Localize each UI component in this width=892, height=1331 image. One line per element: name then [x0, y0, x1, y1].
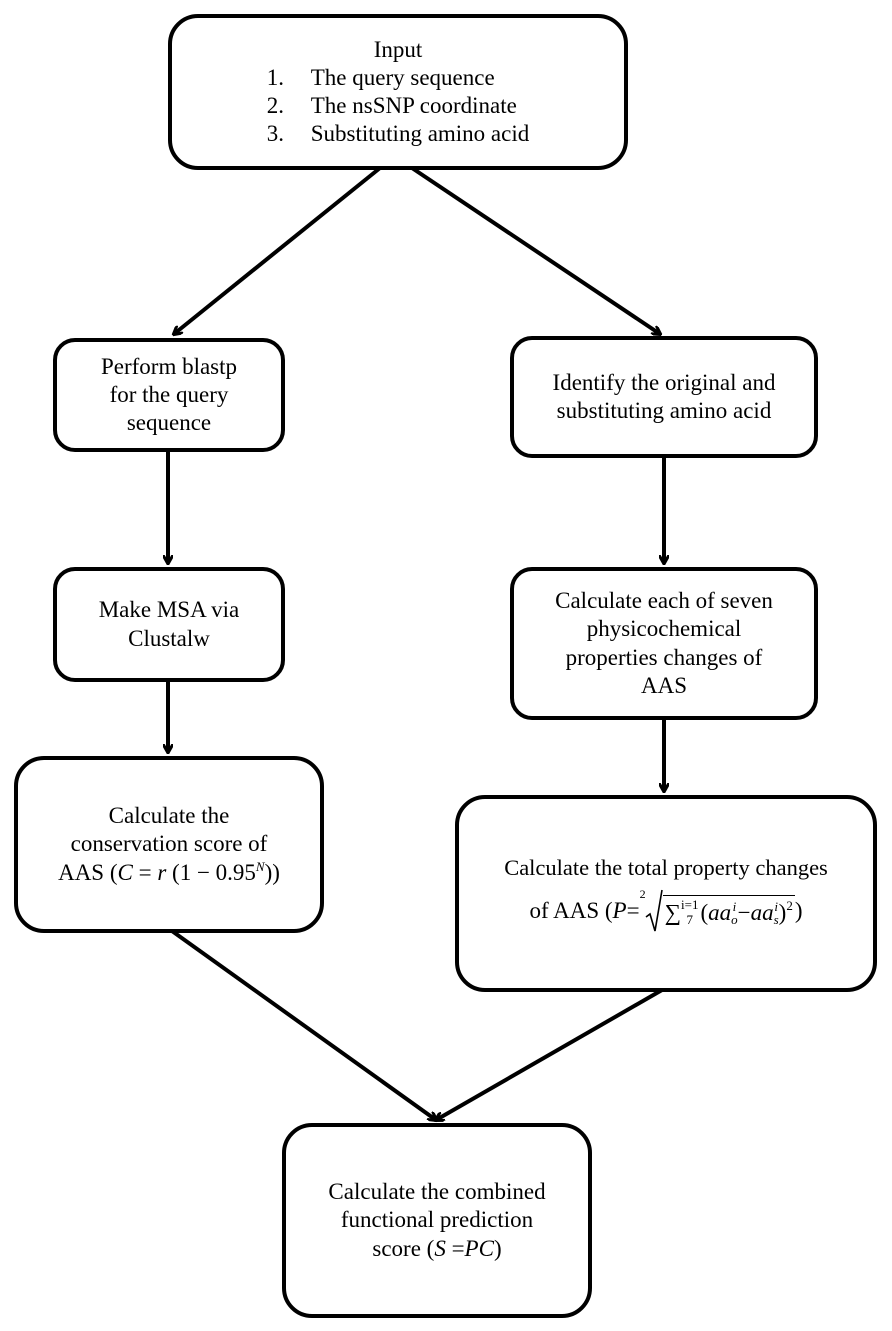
- input-item: 3.Substituting amino acid: [266, 121, 530, 147]
- total-property-line: Calculate the total property changes: [504, 854, 828, 880]
- conservation-line: conservation score of: [70, 831, 268, 857]
- identify-line: Identify the original and: [552, 369, 776, 395]
- msa-box: Make MSA via Clustalw: [53, 567, 285, 682]
- physchem-line: Calculate each of seven: [555, 588, 773, 614]
- msa-line: Clustalw: [128, 625, 210, 651]
- input-title: Input: [373, 36, 423, 62]
- conservation-line: Calculate the: [108, 803, 230, 829]
- root-index: 2: [639, 887, 646, 902]
- input-list: 1.The query sequence 2.The nsSNP coordin…: [267, 64, 530, 148]
- arrow-conservation-to-combined: [170, 929, 436, 1120]
- arrow-input-to-blastp: [174, 166, 382, 334]
- radical-sign: [645, 890, 663, 932]
- conservation-formula: AAS (C = r (1 − 0.95N)): [58, 858, 280, 885]
- arrow-total-to-combined: [436, 988, 663, 1120]
- combined-formula: score (S =PC): [372, 1235, 502, 1261]
- input-box: Input 1.The query sequence 2.The nsSNP c…: [168, 14, 628, 170]
- physchem-box: Calculate each of seven physicochemical …: [510, 567, 818, 720]
- radicand: ∑ i=1 7 ( aa i o − aa i s ) 2: [662, 895, 795, 927]
- conservation-box: Calculate the conservation score of AAS …: [14, 756, 324, 933]
- identify-box: Identify the original and substituting a…: [510, 336, 818, 458]
- blastp-box: Perform blastp for the query sequence: [53, 338, 285, 452]
- msa-line: Make MSA via: [98, 597, 240, 623]
- input-item: 2.The nsSNP coordinate: [266, 93, 517, 118]
- total-property-formula: of AAS (P = 2 ∑ i=1 7 ( aa i o − aa i s …: [529, 887, 803, 933]
- combined-line: functional prediction: [340, 1207, 534, 1233]
- total-property-box: Calculate the total property changes of …: [455, 795, 877, 992]
- physchem-line: physicochemical: [586, 616, 742, 642]
- blastp-line: for the query: [109, 381, 229, 407]
- blastp-line: sequence: [126, 410, 212, 436]
- input-item: 1.The query sequence: [266, 64, 495, 90]
- combined-box: Calculate the combined functional predic…: [282, 1123, 592, 1318]
- physchem-line: AAS: [640, 672, 687, 698]
- identify-line: substituting amino acid: [556, 398, 772, 423]
- arrow-input-to-identify: [410, 166, 660, 334]
- blastp-line: Perform blastp: [100, 353, 238, 379]
- combined-line: Calculate the combined: [328, 1179, 546, 1205]
- physchem-line: properties changes of: [565, 644, 763, 670]
